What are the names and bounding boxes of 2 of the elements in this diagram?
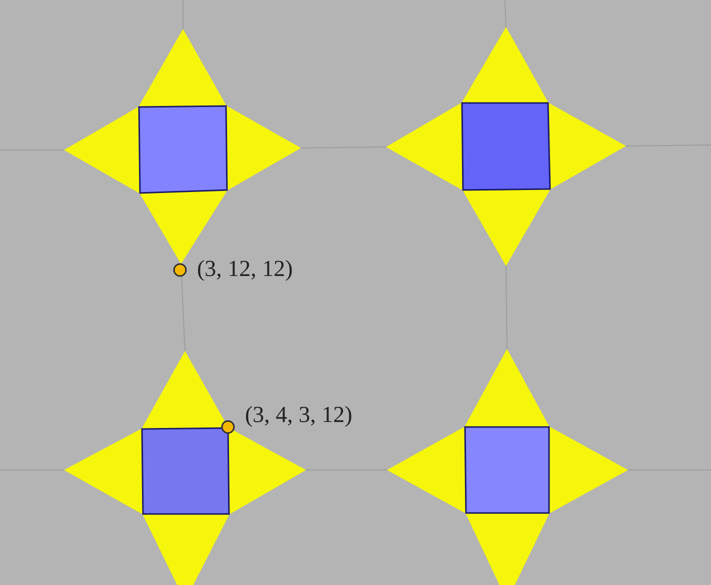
vertex-configuration-label: (3, 4, 3, 12)	[245, 403, 352, 426]
vertex-configuration-label: (3, 12, 12)	[197, 257, 293, 280]
